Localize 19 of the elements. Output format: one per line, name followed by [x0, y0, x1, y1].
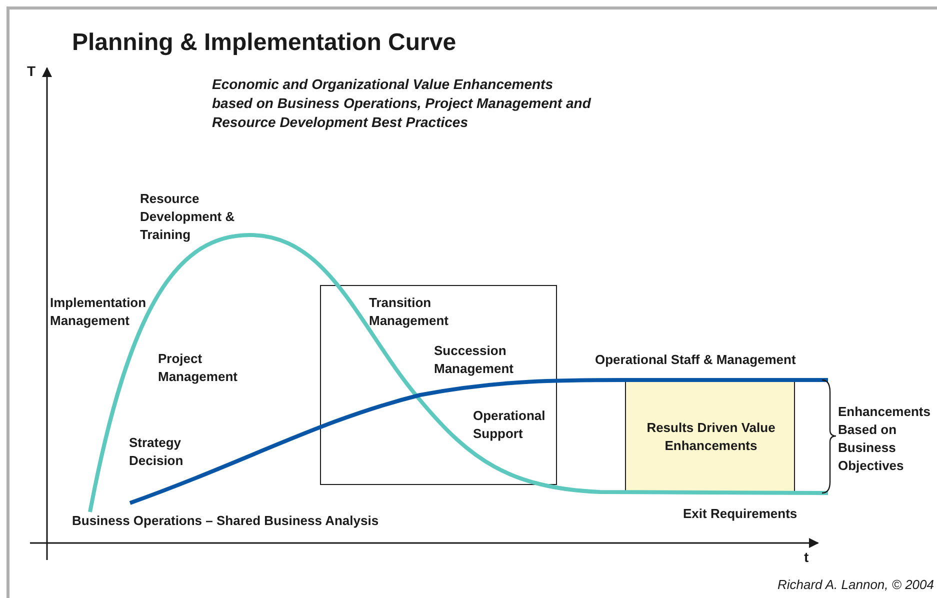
axis-label: T: [27, 62, 36, 80]
curve-label: Implementation Management: [50, 294, 148, 330]
curve-label: Strategy Decision: [129, 434, 184, 470]
brace-label: Enhancements Based on Business Objectives: [838, 403, 932, 475]
axis-label: t: [804, 548, 809, 566]
box-text: Results Driven Value Enhancements: [646, 419, 776, 455]
caption: Richard A. Lannon, © 2004: [776, 576, 934, 594]
curve-label: Resource Development & Training: [140, 190, 236, 244]
axis-note: Business Operations – Shared Business Analysis: [72, 512, 379, 530]
title: Planning & Implementation Curve: [72, 28, 456, 58]
curve-label: Succession Management: [434, 342, 514, 378]
result-box: [625, 380, 795, 493]
subtitle: Economic and Organizational Value Enhancements based on Business Operations, Project Management and Resource Development Best Practices: [212, 75, 592, 132]
curve-label: Operational Support: [473, 407, 546, 443]
phase-box: [320, 285, 557, 485]
curve-label: Transition Management: [369, 294, 450, 330]
curve-label: Operational Staff & Management: [595, 351, 796, 369]
curve-label: Exit Requirements: [683, 505, 798, 523]
curve-label: Project Management: [158, 350, 238, 386]
